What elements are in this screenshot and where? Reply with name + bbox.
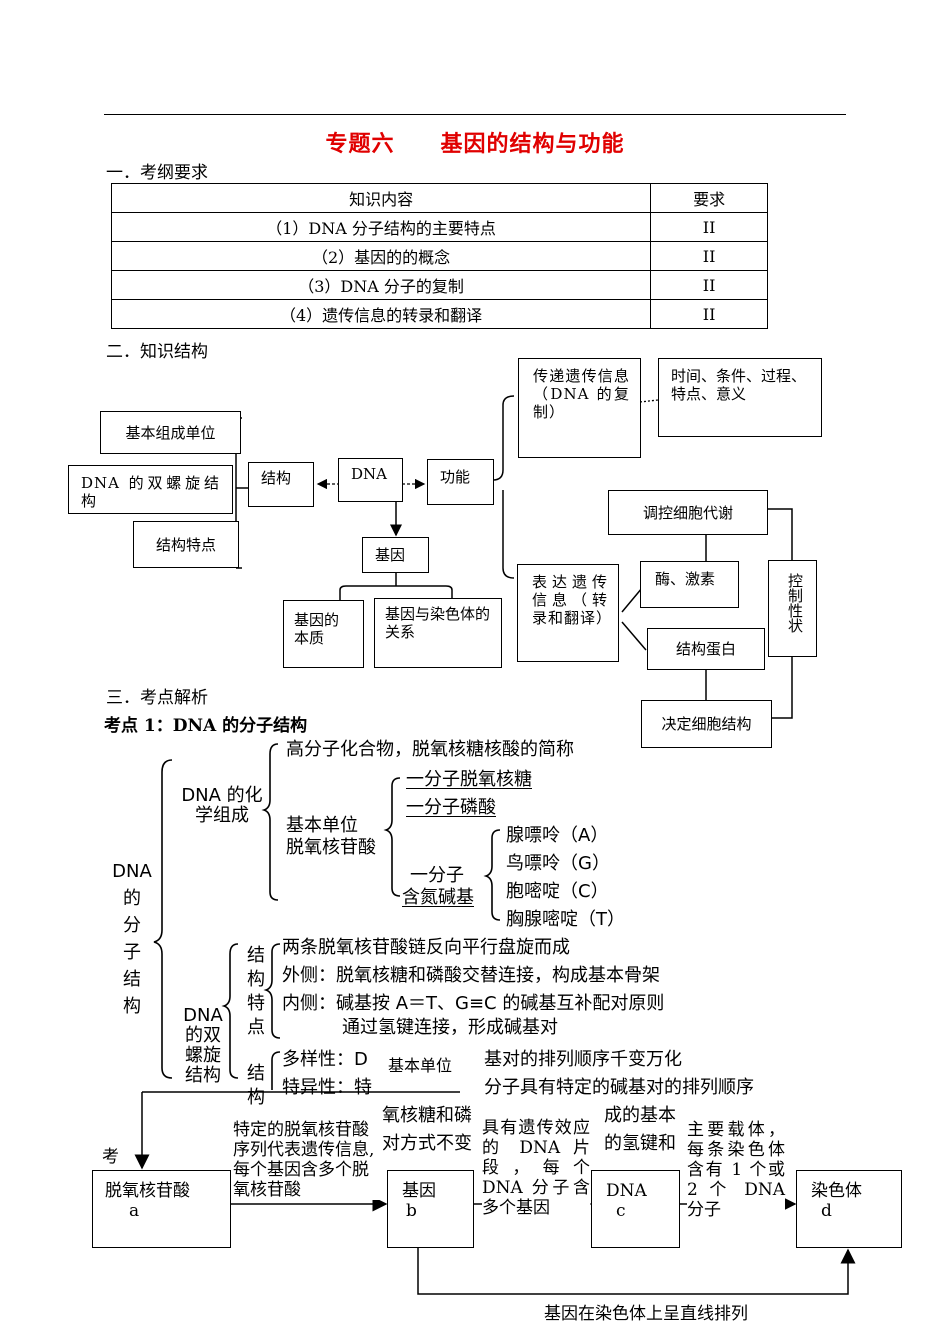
basic-unit-label-2: 脱氧核苷酸 <box>286 837 376 858</box>
specificity-text-2: 分子具有特定的碱基对的排列顺序 <box>484 1077 754 1098</box>
box-time-conditions: 时间、条件、过程、特点、意义 <box>658 358 822 437</box>
table-cell: （2）基因的的概念 <box>110 241 652 271</box>
root-char: 子 <box>123 942 141 963</box>
flow-box-letter: d <box>821 1201 832 1221</box>
table-cell: II <box>650 241 768 271</box>
requirements-table: 知识内容 要求 （1）DNA 分子结构的主要特点 II （2）基因的的概念 II… <box>110 183 768 329</box>
root-char: 分 <box>123 915 141 936</box>
box-double-helix: DNA 的双螺旋结构 <box>68 465 233 514</box>
flow-box-chromosome: 染色体 d <box>796 1170 902 1248</box>
table-cell: （1）DNA 分子结构的主要特点 <box>110 212 652 242</box>
flow-text-bc: 具有遗传效应的 DNA 片段，每个 DNA 分子含多个基因 <box>482 1118 590 1218</box>
table-cell: II <box>650 299 768 329</box>
flow-box-letter: b <box>406 1201 417 1221</box>
chem-composition-label: DNA 的化学组成 <box>181 785 263 826</box>
table-row: （4）遗传信息的转录和翻译 II <box>110 299 768 329</box>
flow-box-letter: c <box>616 1201 626 1221</box>
kaodian-fragment: 考 <box>102 1147 119 1167</box>
box-structure: 结构 <box>248 462 314 507</box>
double-helix-label: DNA 的双螺旋结构 <box>183 1005 223 1086</box>
feature-char: 特 <box>247 993 265 1014</box>
root-char: 构 <box>123 996 141 1017</box>
partial-row-4b: 的氢键和 <box>604 1133 676 1154</box>
table-row: （3）DNA 分子的复制 II <box>110 270 768 300</box>
box-transmit-info: 传递遗传信息（DNA 的复制） <box>518 358 641 458</box>
box-express-info: 表达遗传信息（转录和翻译） <box>517 564 619 662</box>
dna-structure-root: DNA 的 分 子 结 构 <box>112 858 152 1020</box>
flow-text-ab: 特定的脱氧核苷酸序列代表遗传信息,每个基因含多个脱氧核苷酸 <box>233 1120 383 1200</box>
box-function: 功能 <box>427 459 494 505</box>
basic-unit-label-1: 基本单位 <box>286 815 358 836</box>
flow-box-label: 脱氧核苷酸 <box>105 1181 190 1201</box>
root-char: 结 <box>123 969 141 990</box>
one-molecule-label: 一分子 <box>410 865 464 886</box>
box-determine-structure: 决定细胞结构 <box>641 700 772 748</box>
box-regulate-metabolism: 调控细胞代谢 <box>608 490 768 535</box>
feature-char: 点 <box>247 1017 265 1038</box>
section-heading-1: 一．考纲要求 <box>106 163 208 183</box>
table-cell: （3）DNA 分子的复制 <box>110 270 652 300</box>
diversity-text: 多样性：D <box>282 1049 368 1070</box>
partial-row-3b: 成的基本 <box>604 1105 676 1126</box>
page-title: 专题六 基因的结构与功能 <box>325 132 625 157</box>
box-enzyme-hormone: 酶、激素 <box>640 561 739 608</box>
partial-row-4a: 对方式不变 <box>382 1133 472 1154</box>
hydrogen-bond-text: 通过氢键连接，形成碱基对 <box>342 1017 558 1038</box>
kaodian-heading: 考点 1：DNA 的分子结构 <box>104 716 308 736</box>
antiparallel-text: 两条脱氧核苷酸链反向平行盘旋而成 <box>282 937 570 958</box>
box-basic-unit: 基本组成单位 <box>100 411 241 454</box>
root-char: DNA <box>112 861 152 882</box>
feature-char: 结 <box>247 945 265 966</box>
diversity-text-2: 基对的排列顺序千变万化 <box>484 1049 682 1070</box>
flow-box-letter: a <box>129 1201 140 1221</box>
flow-text-cd: 主要载体，每条染色体含有 1 个或 2 个 DNA 分子 <box>687 1120 785 1220</box>
flow-box-label: DNA <box>606 1181 647 1201</box>
table-cell: （4）遗传信息的转录和翻译 <box>110 299 652 329</box>
table-cell: II <box>650 212 768 242</box>
box-gene-nature: 基因的本质 <box>283 600 364 668</box>
box-gene-chromosome: 基因与染色体的关系 <box>374 598 502 668</box>
basic-unit-flow-label: 基本单位 <box>388 1056 472 1076</box>
root-char: 的 <box>123 888 141 909</box>
polymer-note: 高分子化合物，脱氧核糖核酸的简称 <box>286 740 574 760</box>
flow-box-nucleotide: 脱氧核苷酸 a <box>92 1170 231 1248</box>
table-header-cell: 知识内容 <box>110 183 652 213</box>
base-guanine: 鸟嘌呤（G） <box>506 853 610 874</box>
box-control-traits: 控制性状 <box>768 560 817 657</box>
outside-text: 外侧：脱氧核糖和磷酸交替连接，构成基本骨架 <box>282 965 660 986</box>
flow-box-dna: DNA c <box>591 1170 680 1248</box>
structure-feature-vertical: 结 构 特 点 <box>244 944 268 1040</box>
partial-row-3a: 氧核糖和磷 <box>382 1105 472 1126</box>
base-cytosine: 胞嘧啶（C） <box>506 881 609 902</box>
table-row: （1）DNA 分子结构的主要特点 II <box>110 212 768 242</box>
box-structural-protein: 结构蛋白 <box>647 628 765 670</box>
section-heading-3: 三．考点解析 <box>106 688 208 708</box>
flow-box-label: 染色体 <box>811 1181 862 1201</box>
linear-arrangement-label: 基因在染色体上呈直线排列 <box>544 1304 748 1324</box>
flow-box-label: 基因 <box>402 1181 436 1201</box>
base-thymine: 胸腺嘧啶（T） <box>506 909 625 930</box>
feature-char: 构 <box>247 969 265 990</box>
inside-text: 内侧：碱基按 A＝T、G≡C 的碱基互补配对原则 <box>282 993 665 1014</box>
table-header-row: 知识内容 要求 <box>110 183 768 213</box>
box-structure-feature: 结构特点 <box>133 521 239 568</box>
feature-char: 结 <box>247 1063 265 1084</box>
polymer-text: 高分子化合物，脱氧核糖核酸的简称 <box>286 739 574 760</box>
header-rule <box>104 114 846 115</box>
table-header-cell: 要求 <box>650 183 768 213</box>
nitrogen-base-label: 含氮碱基 <box>402 887 474 908</box>
box-gene: 基因 <box>362 537 429 573</box>
phosphate-item: 一分子磷酸 <box>406 797 496 818</box>
section-heading-2: 二．知识结构 <box>106 342 208 362</box>
box-dna: DNA <box>338 458 403 502</box>
deoxyribose-item: 一分子脱氧核糖 <box>406 769 532 790</box>
flow-box-gene: 基因 b <box>387 1170 474 1248</box>
table-row: （2）基因的的概念 II <box>110 241 768 271</box>
base-adenine: 腺嘌呤（A） <box>506 825 609 846</box>
